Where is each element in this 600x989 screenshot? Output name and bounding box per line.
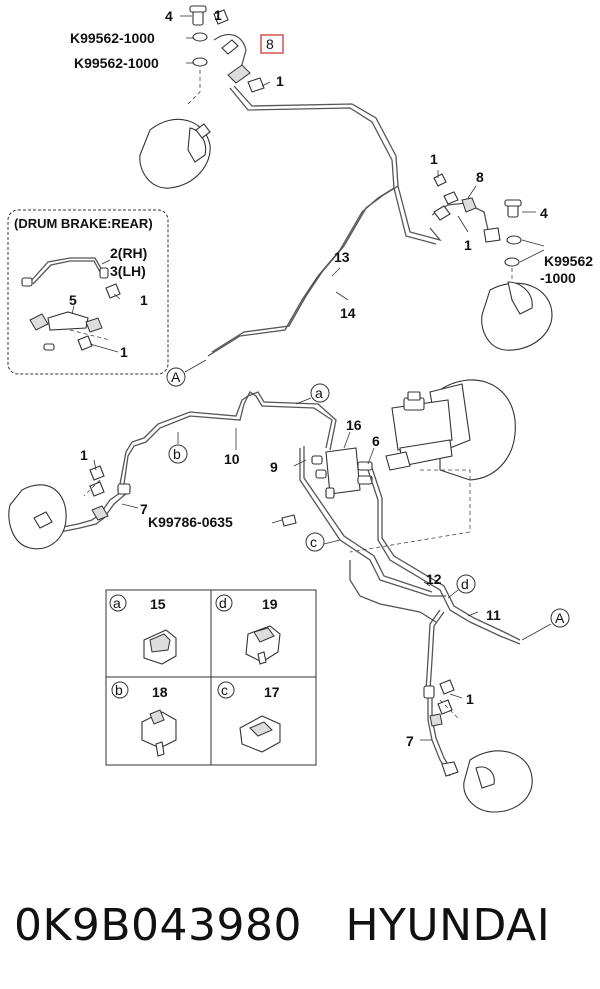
label-8-highlighted: 8 — [266, 36, 274, 52]
label-1000: -1000 — [540, 270, 576, 286]
clip-19-icon — [245, 625, 281, 665]
callout-b — [168, 444, 188, 464]
rear-right-brake-disc — [481, 281, 553, 351]
front-brake-lines — [119, 391, 521, 691]
callout-a-upper — [310, 383, 330, 403]
clip-cell-letter-circle — [109, 594, 127, 612]
label-6: 6 — [372, 433, 380, 449]
clip-cell-letter-circle — [217, 681, 235, 699]
label-1-rr-top: 1 — [430, 151, 438, 167]
top-hose-assembly — [180, 5, 271, 105]
clip-cell-letter-circle — [215, 594, 233, 612]
label-14: 14 — [340, 305, 356, 321]
front-right-lower-hose — [420, 679, 463, 777]
clip-cell-letter-circle — [111, 681, 129, 699]
front-left-lower-hose — [45, 459, 139, 537]
part-number-footer: 0K9B043980 HYUNDAI — [0, 880, 600, 970]
label-13: 13 — [334, 249, 350, 265]
brake-line-diagram: 4 1 K99562-1000 8 K99562-1000 1 13 14 A … — [7, 5, 593, 813]
clip-cell-letter: d — [219, 595, 227, 611]
label-5: 5 — [69, 292, 77, 308]
brand-name: HYUNDAI — [345, 899, 551, 951]
label-k99562-1000-a: K99562-1000 — [70, 30, 155, 46]
drum-brake-inset-frame — [7, 209, 169, 375]
label-drum-brake-rear: (DRUM BRAKE:REAR) — [14, 216, 153, 231]
label-1-drum-a: 1 — [140, 292, 148, 308]
right-rear-hose-assembly — [431, 170, 545, 291]
callout-c-text: c — [310, 534, 317, 550]
label-k99786-0635: K99786-0635 — [148, 514, 233, 530]
clip-cell-letter: c — [221, 682, 228, 698]
label-2-rh: 2(RH) — [110, 245, 147, 261]
label-1-top-right: 1 — [276, 73, 284, 89]
clip-reference-table — [105, 589, 317, 766]
label-7-fr: 7 — [406, 733, 414, 749]
label-4-rr: 4 — [540, 205, 548, 221]
label-k99562: K99562 — [544, 253, 593, 269]
master-cylinder-booster — [349, 379, 516, 553]
label-16: 16 — [346, 417, 362, 433]
callout-d-text: d — [461, 576, 469, 592]
label-10: 10 — [224, 451, 240, 467]
callout-d — [456, 574, 476, 594]
callout-b-text: b — [173, 446, 181, 462]
clip-cell-letter: b — [115, 682, 123, 698]
callout-a-upper-text: a — [315, 385, 323, 401]
clip-cell-letter: a — [113, 595, 121, 611]
clip-cell-number: 19 — [262, 596, 278, 612]
label-k99562-1000-b: K99562-1000 — [74, 55, 159, 71]
label-9: 9 — [270, 459, 278, 475]
label-12: 12 — [426, 571, 442, 587]
highlight-box-8 — [260, 34, 284, 54]
clip-cell-number: 18 — [152, 684, 168, 700]
clip-cell-number: 15 — [150, 596, 166, 612]
bleeder-bolt — [271, 487, 335, 527]
callout-a-right-text: A — [555, 610, 565, 626]
callout-a-right — [550, 608, 570, 628]
front-left-lower-disc — [8, 484, 67, 550]
callout-a-left — [166, 367, 186, 387]
label-7-fl: 7 — [140, 501, 148, 517]
label-1-rr-bottom: 1 — [464, 237, 472, 253]
clip-15-icon — [143, 629, 177, 665]
label-1-top: 1 — [214, 7, 222, 23]
label-3-lh: 3(LH) — [110, 263, 146, 279]
footer-gap — [302, 900, 345, 951]
label-4-top: 4 — [165, 8, 173, 24]
callout-a-left-text: A — [171, 369, 181, 385]
clip-cell-number: 17 — [264, 684, 280, 700]
drum-brake-parts — [21, 257, 121, 353]
callout-c — [305, 532, 325, 552]
front-right-lower-disc — [463, 750, 533, 813]
label-8: 8 — [476, 169, 484, 185]
rear-brake-lines — [207, 85, 442, 357]
clip-17-icon — [239, 715, 281, 753]
part-number: 0K9B043980 — [14, 899, 302, 951]
front-left-brake-disc — [139, 118, 211, 189]
clip-18-icon — [141, 709, 177, 757]
label-1-fr: 1 — [466, 691, 474, 707]
label-1-drum-b: 1 — [120, 344, 128, 360]
label-1-fl: 1 — [80, 447, 88, 463]
label-11: 11 — [486, 607, 501, 623]
